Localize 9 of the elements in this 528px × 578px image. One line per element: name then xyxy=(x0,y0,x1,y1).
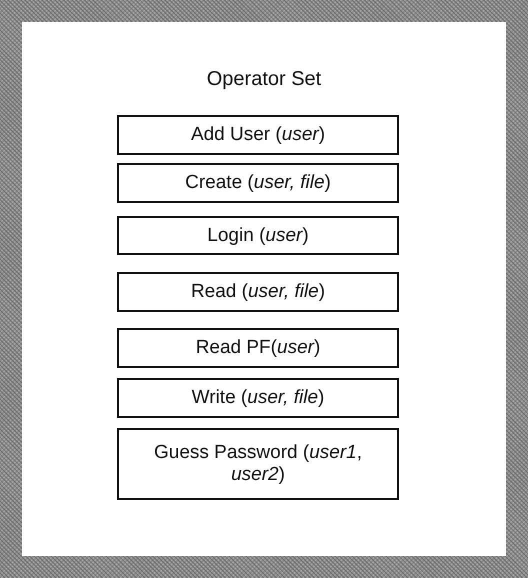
operator-box: Add User (user) xyxy=(117,115,399,155)
operator-box: Create (user, file) xyxy=(117,163,399,203)
operator-box: Write (user, file) xyxy=(117,378,399,418)
operator-box: Guess Password (user1, user2) xyxy=(117,428,399,500)
panel-heading: Operator Set xyxy=(206,68,322,91)
operator-panel xyxy=(22,22,506,556)
operator-box: Login (user) xyxy=(117,216,399,255)
operator-box: Read PF(user) xyxy=(117,328,399,368)
operator-box: Read (user, file) xyxy=(117,272,399,312)
